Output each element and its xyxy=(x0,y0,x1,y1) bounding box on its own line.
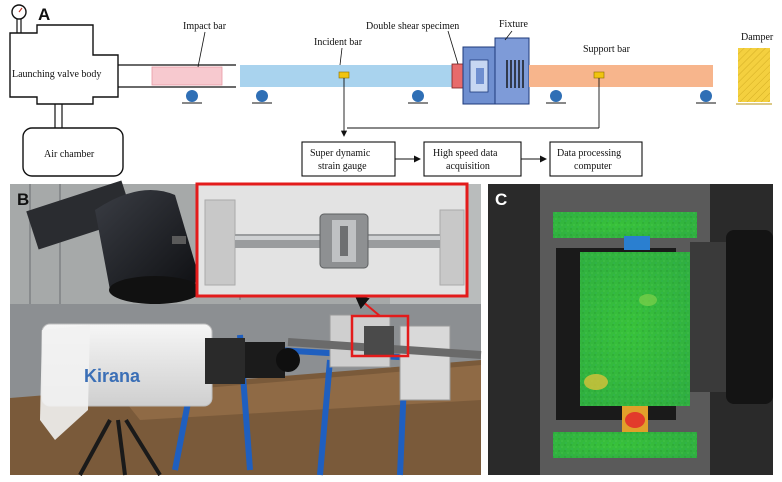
support-roller-icon xyxy=(182,90,202,104)
impact-bar-label: Impact bar xyxy=(183,21,227,32)
launching-valve-label: Launching valve body xyxy=(12,69,101,80)
computer-box xyxy=(549,141,643,177)
daq-line1: High speed data xyxy=(433,148,498,159)
panel-a: A Launching valve body Air chamber Impac… xyxy=(9,4,774,177)
support-roller-icon xyxy=(408,90,428,104)
damper-label: Damper xyxy=(741,32,774,43)
panel-c-letter: C xyxy=(495,190,507,209)
strain-gauge-incident xyxy=(338,71,350,79)
strain-gauge-box xyxy=(301,141,396,177)
computer-line2: computer xyxy=(574,161,612,172)
support-bar xyxy=(529,65,713,87)
fixture-label: Fixture xyxy=(499,19,528,30)
air-chamber-label: Air chamber xyxy=(44,149,95,160)
support-roller-icon xyxy=(252,90,272,104)
daq-line2: acquisition xyxy=(446,161,490,172)
incident-bar-label: Incident bar xyxy=(314,37,363,48)
double-shear-label: Double shear specimen xyxy=(366,21,459,32)
double-shear-specimen xyxy=(451,63,465,89)
lamp xyxy=(95,190,200,296)
strain-gauge-line1: Super dynamic xyxy=(310,148,371,159)
panel-a-letter: A xyxy=(38,5,50,24)
fixture xyxy=(462,46,496,105)
impact-bar xyxy=(151,66,223,86)
daq-box xyxy=(423,141,522,177)
zoom-inset xyxy=(195,182,469,298)
camera-brand-label: Kirana xyxy=(84,366,141,386)
pressure-gauge-icon xyxy=(11,4,27,42)
support-bar-label: Support bar xyxy=(583,44,631,55)
computer-line1: Data processing xyxy=(557,148,621,159)
launching-valve-body xyxy=(9,24,119,105)
panel-b-letter: B xyxy=(17,190,29,209)
air-chamber xyxy=(22,127,124,177)
support-roller-icon xyxy=(546,90,566,104)
strain-gauge-support xyxy=(593,71,605,79)
panel-c: C xyxy=(488,184,773,475)
panel-b: Kirana B xyxy=(10,180,482,477)
strain-gauge-line2: strain gauge xyxy=(318,161,367,172)
support-roller-icon xyxy=(696,90,716,104)
